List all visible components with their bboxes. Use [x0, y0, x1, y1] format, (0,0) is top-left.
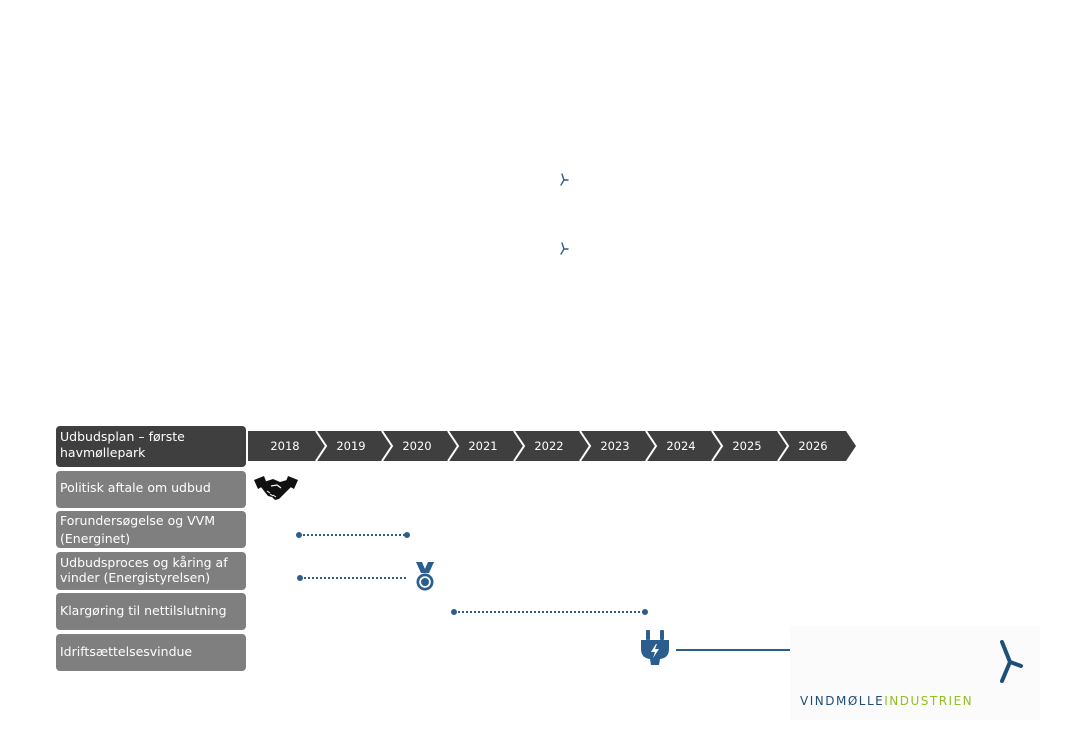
year-label: 2018: [270, 439, 299, 453]
logo-text-part1: VINDMØLLE: [800, 694, 885, 708]
year-label: 2025: [732, 439, 761, 453]
bar-udbudsproces: [297, 575, 407, 581]
chevron-separator: [513, 431, 526, 461]
row-label-text: Klargøring til nettilslutning: [60, 603, 227, 618]
row-label-text: Forundersøgelse og VVM (Energinet): [60, 513, 216, 546]
chevron-separator: [645, 431, 658, 461]
year-label: 2020: [402, 439, 431, 453]
row-label-text: Idriftsættelsesvindue: [60, 644, 193, 659]
page-title: Udbudsplan – første havmøllepark: [56, 426, 246, 467]
year-label: 2023: [600, 439, 629, 453]
chevron-separator: [381, 431, 394, 461]
year-label: 2019: [336, 439, 365, 453]
row-label-text: Politisk aftale om udbud: [60, 480, 211, 495]
chevron-separator: [711, 431, 724, 461]
chevron-separator: [777, 431, 790, 461]
chevron-separator: [447, 431, 460, 461]
row-label-forundersoegelse: Forundersøgelse og VVM (Energinet): [56, 511, 246, 548]
year-label: 2021: [468, 439, 497, 453]
row-label-politisk-aftale: Politisk aftale om udbud: [56, 471, 246, 508]
year-label: 2024: [666, 439, 695, 453]
bar-klargoering: [451, 609, 648, 615]
small-turbine-icon: [560, 173, 569, 186]
wind-turbine-icon: [1000, 640, 1023, 683]
row-label-text: Udbudsproces og kåring af vinder (Energi…: [60, 555, 228, 585]
small-turbine-icon: [560, 242, 569, 255]
year-label: 2022: [534, 439, 563, 453]
logo-text-part2: INDUSTRIEN: [884, 694, 974, 708]
row-label-klargoering: Klargøring til nettilslutning: [56, 593, 246, 630]
logo: VINDMØLLEINDUSTRIEN: [790, 626, 1040, 720]
row-label-idriftsaettelse: Idriftsættelsesvindue: [56, 634, 246, 671]
logo-wordmark: VINDMØLLEINDUSTRIEN: [800, 694, 973, 708]
year-timeline: 2018 2019 2020 2021 2022 2023 2024 2025 2026: [248, 431, 856, 461]
page-title-text: Udbudsplan – første havmøllepark: [60, 429, 185, 460]
medal-icon: [416, 562, 434, 591]
plug-icon: [641, 630, 669, 665]
bar-forundersoegelse: [296, 532, 410, 538]
chevron-separator: [579, 431, 592, 461]
row-label-udbudsproces: Udbudsproces og kåring af vinder (Energi…: [56, 552, 246, 590]
year-label: 2026: [798, 439, 827, 453]
chevron-separator: [315, 431, 328, 461]
handshake-icon: [254, 476, 298, 500]
timeline-background: [248, 431, 856, 461]
